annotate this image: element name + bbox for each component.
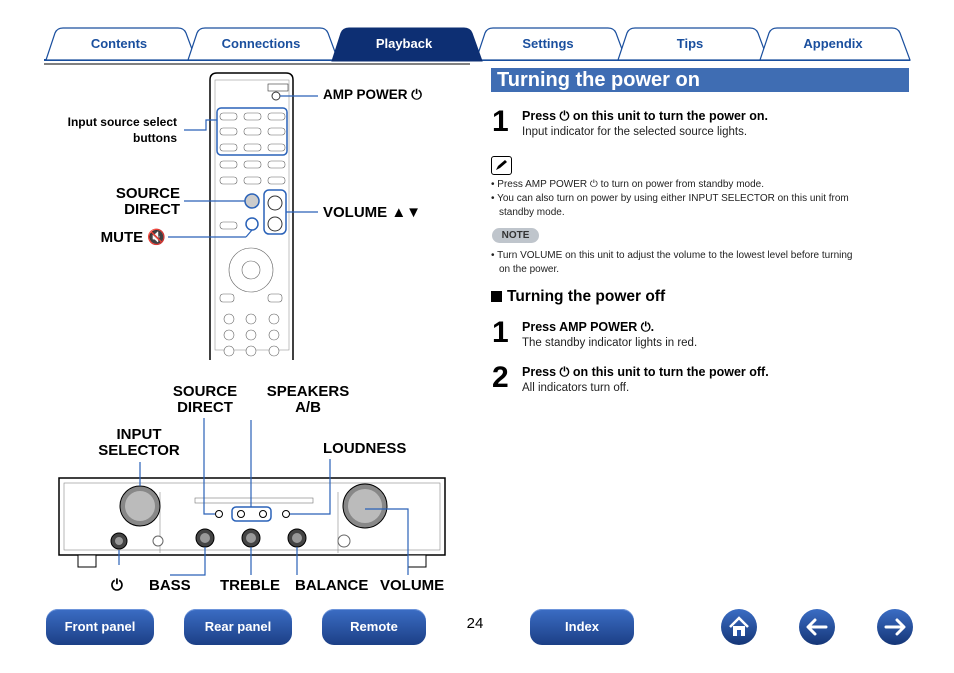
source-direct-label-1: SOURCE [115,185,180,202]
arrow-right-icon [884,618,906,636]
panel-treble: TREBLE [220,577,280,594]
step-text: All indicators turn off. [522,382,630,394]
remote-button[interactable]: Remote [322,609,426,645]
note-bullet-2: • You can also turn on power by using ei… [491,193,849,204]
note-bullet-2-cont: standby mode. [499,207,565,218]
pencil-icon [491,156,512,175]
panel-source-direct-2: DIRECT [177,399,233,416]
panel-input-selector-2: SELECTOR [98,442,180,459]
front-panel-button[interactable]: Front panel [46,609,154,645]
tab-bar [44,27,911,62]
front-panel-illustration [58,477,446,568]
panel-balance: BALANCE [295,577,369,594]
source-direct-label-2: DIRECT [124,201,180,218]
forward-button[interactable] [877,609,913,645]
note-text-2: on the power. [499,264,560,275]
back-button[interactable] [799,609,835,645]
panel-speakers-2: A/B [295,399,321,416]
tab-settings[interactable]: Settings [522,36,574,51]
note-badge: NOTE [492,228,539,243]
page-number: 24 [466,615,484,632]
step-number: 1 [492,316,509,349]
tab-appendix[interactable]: Appendix [803,36,863,51]
input-source-label-1: Input source select [67,115,177,129]
step-heading: Press ⏻ on this unit to turn the power o… [522,365,769,379]
step-heading: Press ⏻ on this unit to turn the power o… [522,109,769,123]
tab-tips[interactable]: Tips [676,36,704,51]
tab-connections[interactable]: Connections [221,36,301,51]
note-bullet-1: • Press AMP POWER ⏻ to turn on power fro… [491,179,764,190]
panel-source-direct-1: SOURCE [172,383,238,400]
panel-volume: VOLUME [380,577,445,594]
tab-contents[interactable]: Contents [90,36,148,51]
step-number: 2 [492,361,509,394]
index-button[interactable]: Index [530,609,634,645]
rear-panel-button[interactable]: Rear panel [184,609,292,645]
amp-power-label: AMP POWER ⏻ [323,87,422,102]
step-text: Input indicator for the selected source … [522,126,748,138]
note-text-1: • Turn VOLUME on this unit to adjust the… [491,250,853,261]
arrow-left-icon [806,618,828,636]
section-heading: Turning the power off [491,288,665,306]
section-heading-text: Turning the power off [507,288,666,305]
volume-remote-label: VOLUME ▲▼ [323,204,422,221]
home-button[interactable] [721,609,757,645]
panel-input-selector-1: INPUT [116,426,162,443]
panel-power-symbol: ⏻ [111,577,123,594]
square-bullet-icon [491,291,502,302]
remote-control-illustration [209,72,294,360]
input-source-label-2: buttons [133,131,177,145]
panel-loudness: LOUDNESS [323,440,407,457]
home-icon [729,616,749,636]
panel-speakers-1: SPEAKERS [266,383,350,400]
step-text: The standby indicator lights in red. [522,337,698,349]
step-heading: Press AMP POWER ⏻. [522,320,655,334]
page-title: Turning the power on [491,68,909,92]
step-number: 1 [492,105,509,138]
tab-playback[interactable]: Playback [375,36,433,51]
panel-bass: BASS [149,577,191,594]
mute-label: MUTE 🔇 [100,229,166,246]
